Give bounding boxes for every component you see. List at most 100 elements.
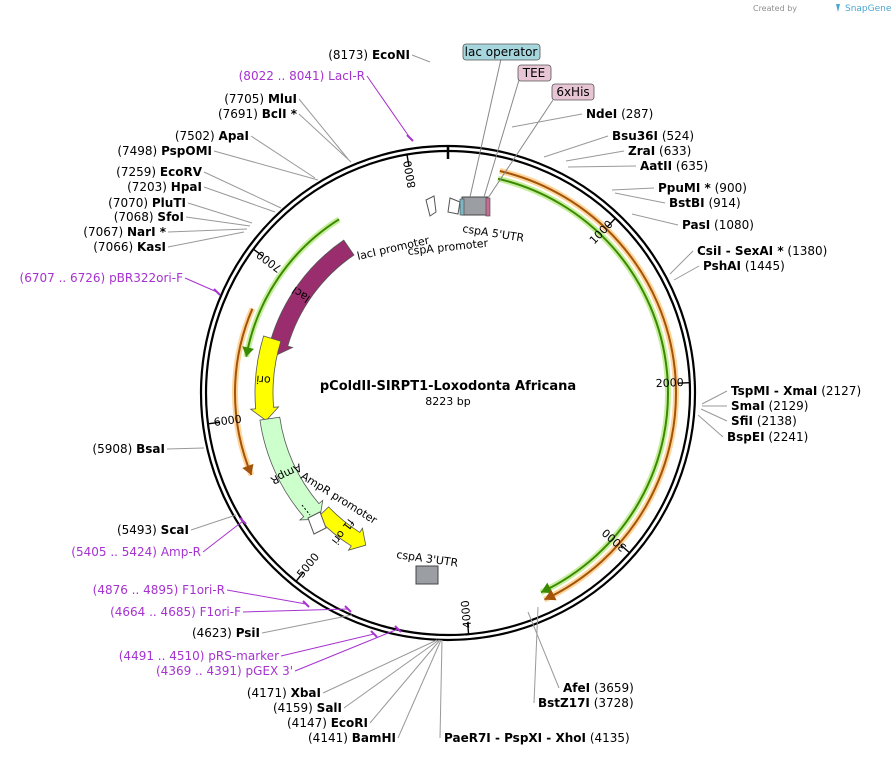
site-connector	[213, 150, 319, 181]
site-paer7i-pspxi-xhoi[interactable]: PaeR7I - PspXI - XhoI (4135)	[439, 639, 630, 745]
primer-range: (5405 .. 5424)	[71, 545, 157, 559]
site-psii[interactable]: (4623) PsiI	[192, 614, 353, 640]
orf-arrowhead	[544, 589, 557, 601]
site-ecori[interactable]: (4147) EcoRI	[287, 639, 441, 730]
site-label: (4171) XbaI	[247, 686, 321, 700]
site-apai[interactable]: (7502) ApaI	[175, 129, 316, 179]
site-pluti[interactable]: (7070) PluTI	[108, 196, 253, 224]
site-sfoi[interactable]: (7068) SfoI	[114, 210, 251, 227]
site-connector	[533, 606, 539, 704]
site-name: BstBI	[669, 196, 705, 210]
primer-range: (4369 .. 4391)	[156, 664, 242, 678]
site-nari[interactable]: (7067) NarI *	[83, 225, 248, 239]
primer-mark	[239, 517, 247, 525]
site-bstbi[interactable]: BstBI (914)	[614, 192, 741, 210]
site-label: PaeR7I - PspXI - XhoI (4135)	[444, 731, 630, 745]
site-bcli[interactable]: (7691) BclI *	[218, 107, 352, 163]
site-pspomi[interactable]: (7498) PspOMI	[117, 144, 319, 181]
site-connector	[631, 213, 679, 226]
site-mlui[interactable]: (7705) MluI	[224, 92, 349, 160]
primer-mark	[406, 134, 414, 142]
plasmid-length: 8223 bp	[425, 395, 470, 408]
site-connector	[250, 135, 316, 179]
site-name: SfoI	[157, 210, 184, 224]
primer-connector	[184, 277, 218, 293]
primer-prs-marker[interactable]: (4491 .. 4510) pRS-marker	[119, 630, 378, 663]
site-connector	[167, 231, 245, 248]
site-connector	[567, 165, 637, 168]
primer-amp-r[interactable]: (5405 .. 5424) Amp-R	[71, 517, 247, 559]
lac-operator-box: lac operator	[462, 43, 541, 198]
site-hpai[interactable]: (7203) HpaI	[127, 180, 276, 213]
site-connector	[611, 187, 655, 191]
site-sali[interactable]: (4159) SalI	[273, 639, 440, 715]
site-label: (4141) BamHI	[308, 731, 396, 745]
tick-label: 8000	[401, 159, 419, 189]
site-position: (287)	[621, 107, 653, 121]
primer-range: (8022 .. 8041)	[239, 69, 325, 83]
site-name: ScaI	[161, 523, 189, 537]
site-position: (7705)	[224, 92, 264, 106]
site-bsai[interactable]: (5908) BsaI	[92, 442, 205, 456]
site-csii-sexai[interactable]: CsiI - SexAI * (1380)	[669, 244, 827, 275]
site-smai[interactable]: SmaI (2129)	[702, 399, 808, 413]
site-econi[interactable]: (8173) EcoNI	[328, 48, 431, 63]
site-pasi[interactable]: PasI (1080)	[631, 213, 754, 232]
site-name: XbaI	[291, 686, 321, 700]
tick-label: 4000	[459, 600, 474, 629]
site-name: PaeR7I - PspXI - XhoI	[444, 731, 586, 745]
site-name: EcoRI	[331, 716, 368, 730]
site-ecorv[interactable]: (7259) EcoRV	[116, 165, 282, 209]
site-position: (7498)	[117, 144, 157, 158]
primer-pbr322ori-f[interactable]: (6707 .. 6726) pBR322ori-F	[20, 271, 221, 296]
site-name: KasI	[137, 240, 166, 254]
site-bstz17i[interactable]: BstZ17I (3728)	[533, 606, 634, 710]
site-label: NdeI (287)	[586, 107, 653, 121]
site-name: TspMI - XmaI	[731, 384, 817, 398]
site-bspei[interactable]: BspEI (2241)	[697, 414, 808, 444]
site-name: EcoNI	[372, 48, 410, 62]
brand-name: SnapGene	[845, 4, 892, 14]
site-position: (8173)	[328, 48, 368, 62]
orf-arrowhead	[242, 463, 254, 476]
lac-operator-label: lac operator	[465, 45, 538, 59]
site-bsu36i[interactable]: Bsu36I (524)	[543, 129, 694, 158]
site-name: MluI	[268, 92, 297, 106]
site-connector	[669, 250, 694, 275]
site-sfii[interactable]: SfiI (2138)	[700, 408, 797, 428]
orf-arc	[234, 308, 254, 476]
site-position: (7203)	[127, 180, 167, 194]
site-connector	[673, 265, 700, 281]
site-position: (4141)	[308, 731, 348, 745]
site-label: PasI (1080)	[682, 218, 754, 232]
site-ndei[interactable]: NdeI (287)	[511, 107, 653, 128]
site-label: Bsu36I (524)	[612, 129, 694, 143]
site-afei[interactable]: AfeI (3659)	[527, 611, 634, 695]
primer-label: (4369 .. 4391) pGEX 3'	[156, 664, 293, 678]
primer-laci-r[interactable]: (8022 .. 8041) LacI-R	[239, 69, 414, 142]
site-connector	[565, 150, 625, 162]
site-scai[interactable]: (5493) ScaI	[117, 514, 237, 537]
site-position: (1380)	[787, 244, 827, 258]
site-kasi[interactable]: (7066) KasI	[93, 231, 245, 254]
site-zrai[interactable]: ZraI (633)	[565, 144, 691, 162]
site-name: PpuMI *	[658, 181, 712, 195]
feature-ori-arrow	[249, 335, 282, 422]
site-position: (4147)	[287, 716, 327, 730]
site-ppumi[interactable]: PpuMI * (900)	[611, 181, 747, 195]
site-aatii[interactable]: AatII (635)	[567, 159, 708, 173]
site-name: NdeI	[586, 107, 617, 121]
site-connector	[701, 390, 728, 405]
site-bamhi[interactable]: (4141) BamHI	[308, 639, 442, 745]
site-name: ApaI	[219, 129, 249, 143]
tee-box: TEE	[483, 64, 552, 198]
primer-f1ori-f[interactable]: (4664 .. 4685) F1ori-F	[110, 605, 352, 619]
primer-name: F1ori-R	[182, 583, 225, 597]
primer-pgex-3[interactable]: (4369 .. 4391) pGEX 3'	[156, 625, 402, 678]
site-tspmi-xmai[interactable]: TspMI - XmaI (2127)	[701, 384, 861, 405]
site-xbai[interactable]: (4171) XbaI	[247, 639, 438, 700]
primer-f1ori-r[interactable]: (4876 .. 4895) F1ori-R	[93, 583, 310, 608]
site-pshai[interactable]: PshAI (1445)	[673, 259, 785, 281]
site-label: BstBI (914)	[669, 196, 741, 210]
